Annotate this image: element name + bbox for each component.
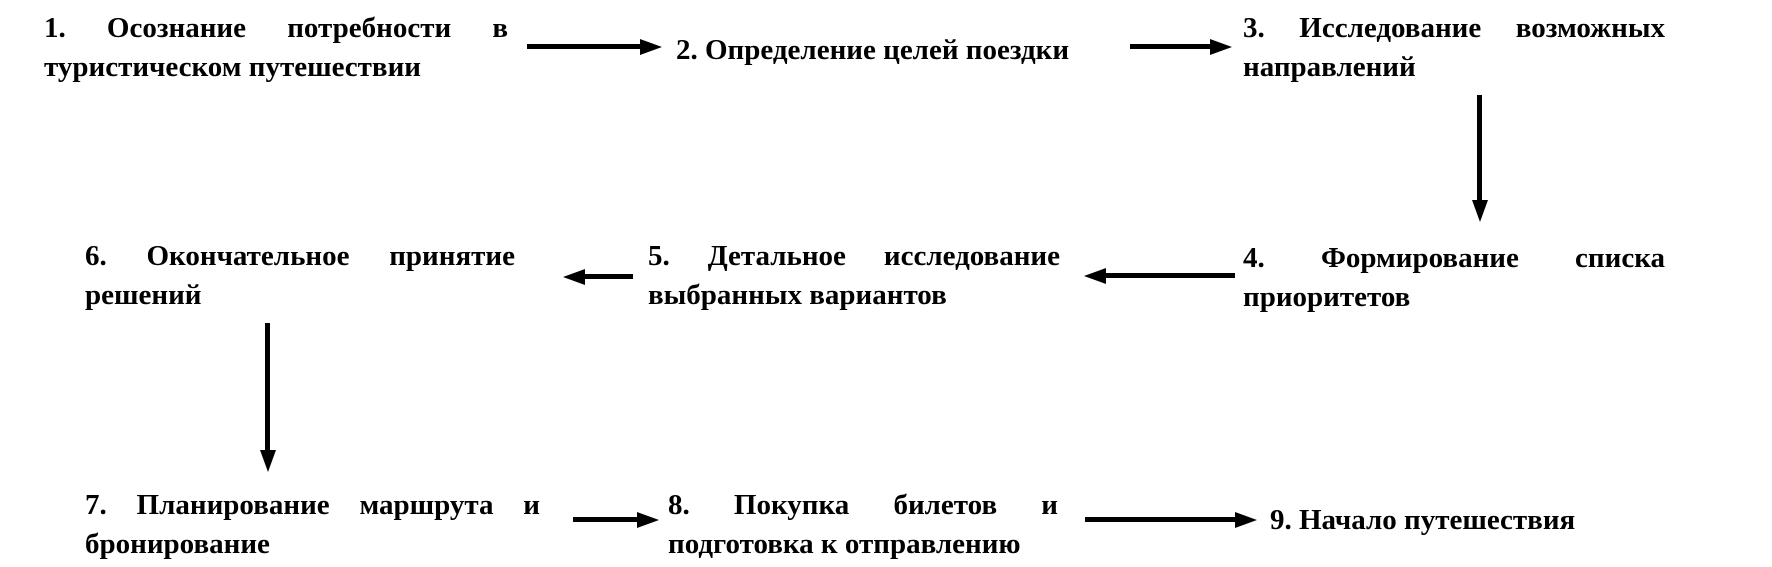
step-text: 2. Определение целей поездки [676,34,1070,66]
step-text: 3. Исследование возможных [1243,12,1665,44]
step-7-route-planning: 7. Планирование маршрута и бронирование [85,486,540,564]
step-text: туристическом путешествии [44,51,421,83]
step-5-detailed-research: 5. Детальное исследование выбранных вари… [648,237,1060,315]
arrow-right-8-to-9-icon [1085,511,1257,528]
step-text: приоритетов [1243,281,1411,313]
arrow-right-7-to-8-icon [573,511,659,528]
arrow-down-3-to-4-icon [1471,95,1488,222]
step-text: 5. Детальное исследование [648,240,1060,272]
step-9-journey-start: 9. Начало путешествия [1270,501,1690,540]
step-8-buy-tickets: 8. Покупка билетов и подготовка к отправ… [668,486,1058,564]
arrow-right-1-to-2-icon [527,38,662,55]
arrow-right-2-to-3-icon [1130,38,1232,55]
step-text: подготовка к отправлению [668,528,1021,560]
step-3-research-destinations: 3. Исследование возможных направлений [1243,9,1665,87]
step-text: решений [85,279,202,311]
arrow-down-6-to-7-icon [259,323,276,472]
arrow-left-5-to-6-icon [563,268,633,285]
step-text: 1. Осознание потребности в [44,12,508,44]
step-text: 8. Покупка билетов и [668,489,1058,521]
step-text: 6. Окончательное принятие [85,240,515,272]
step-text: бронирование [85,528,270,560]
step-text: выбранных вариантов [648,279,947,311]
step-text: 7. Планирование маршрута и [85,489,540,521]
step-2-trip-goals: 2. Определение целей поездки [676,31,1116,70]
step-text: 4. Формирование списка [1243,242,1665,274]
step-4-priority-list: 4. Формирование списка приоритетов [1243,239,1665,317]
step-text: 9. Начало путешествия [1270,504,1576,536]
step-text: направлений [1243,51,1416,83]
step-6-final-decision: 6. Окончательное принятие решений [85,237,515,315]
step-1-need-awareness: 1. Осознание потребности в туристическом… [44,9,508,87]
arrow-left-4-to-5-icon [1084,267,1235,284]
